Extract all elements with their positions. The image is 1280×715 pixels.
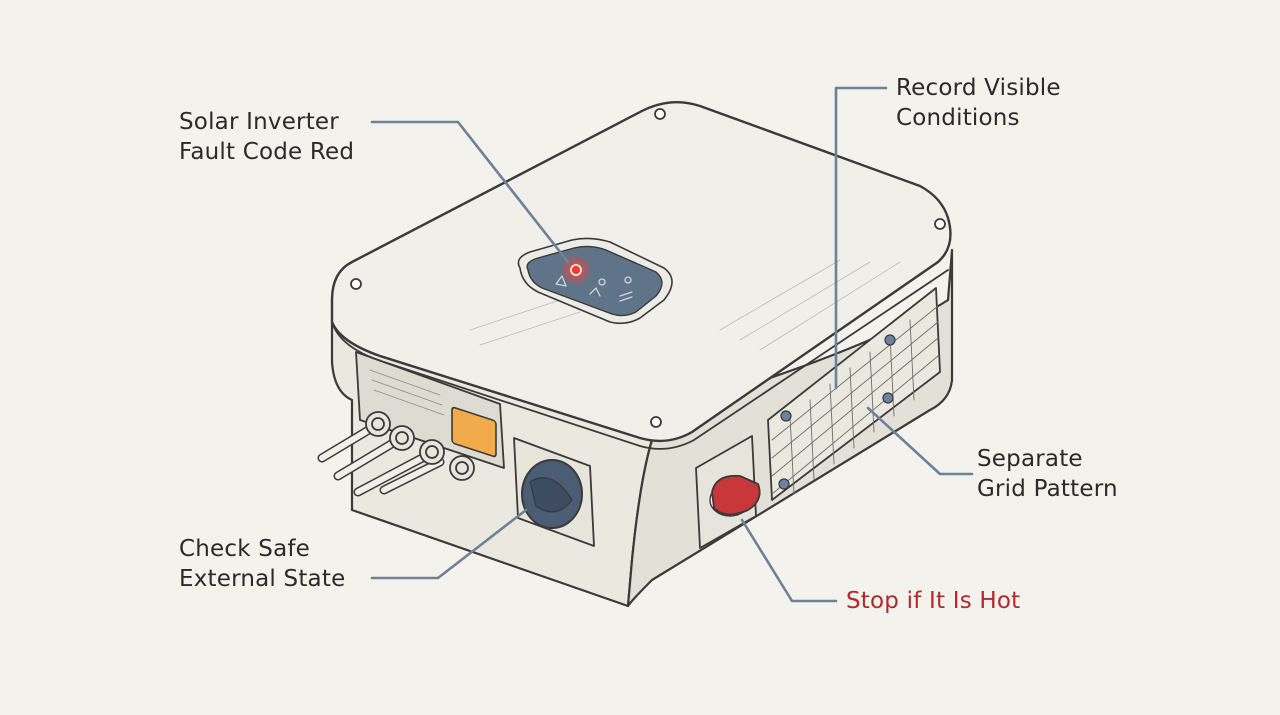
leader-grid [866,406,974,476]
dial-grip [529,477,573,513]
callout-record-line1: Record Visible [896,75,1061,101]
bay-hatch [369,369,445,416]
callout-fault-code: Solar Inverter Fault Code Red [179,107,354,167]
callout-safe-state-line1: Check Safe [179,536,311,562]
dc-isolator-knob-icon [711,474,761,516]
callout-grid-line1: Separate [977,446,1083,472]
callout-fault-code-line2: Fault Code Red [179,139,355,165]
callout-record: Record Visible Conditions [896,73,1061,133]
leader-lines [370,86,974,603]
leader-fault-code [370,120,570,264]
cable-connectors [317,411,475,497]
lid-edge-line [331,269,949,450]
callout-record-line2: Conditions [896,105,1020,131]
lid-shading [469,259,901,351]
fault-led-icon [570,264,582,276]
vent-grid [771,305,939,495]
callout-grid-line2: Grid Pattern [977,476,1118,502]
lid-screws [350,108,946,428]
callout-safe-state-line2: External State [179,566,346,592]
solar-inverter-icon [317,100,954,608]
leader-safe-state [370,508,528,580]
leader-record [834,86,888,390]
status-indicator [451,406,497,458]
panel-symbols [555,275,633,302]
callout-grid: Separate Grid Pattern [977,444,1118,504]
vent-grille-icon [767,287,941,501]
grille-screws [778,334,896,490]
leader-hot [740,518,838,603]
callout-safe-state: Check Safe External State [179,534,345,594]
callout-hot-text: Stop if It Is Hot [846,588,1021,614]
callout-fault-code-line1: Solar Inverter [179,109,339,135]
callout-hot: Stop if It Is Hot [846,586,1020,616]
